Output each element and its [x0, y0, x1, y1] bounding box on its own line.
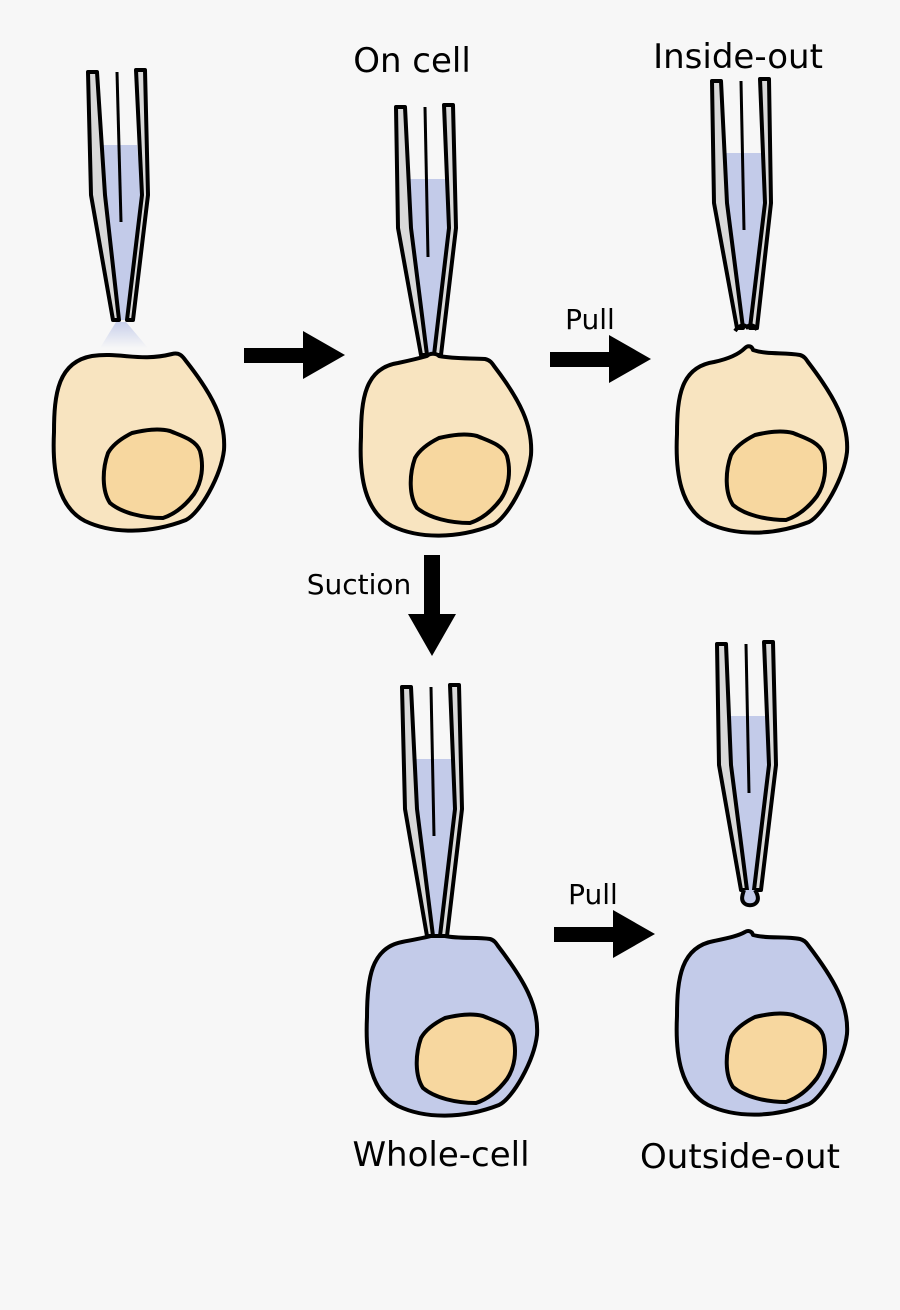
nucleus: [724, 1011, 827, 1104]
pipette-approach: [86, 68, 150, 348]
nucleus: [408, 432, 511, 525]
cell-inside-out: [674, 344, 850, 535]
pipette-outside-out: [715, 640, 778, 908]
arrow-right-icon: [244, 331, 345, 379]
nucleus: [414, 1012, 517, 1105]
membrane-patch: [733, 323, 759, 333]
outside-out-label: Outside-out: [640, 1137, 840, 1177]
arrow-right-icon: [550, 335, 651, 383]
cell-outside-out: [674, 929, 850, 1117]
pipette-whole-cell: [400, 683, 464, 938]
nucleus: [101, 427, 204, 520]
pipette-inside-out: [710, 77, 773, 333]
membrane-vesicle: [740, 888, 760, 908]
pipette-on-cell: [394, 103, 458, 357]
cell-approach: [51, 351, 227, 533]
arrow-down-icon: [408, 555, 456, 656]
spray-icon: [100, 322, 148, 348]
arrow-right-icon: [554, 910, 655, 958]
cell-whole-cell: [364, 934, 540, 1118]
nucleus: [724, 429, 827, 522]
pull-label-bottom: Pull: [568, 878, 618, 911]
on-cell-label: On cell: [353, 41, 471, 81]
cell-on-cell: [358, 351, 534, 538]
suction-label: Suction: [307, 568, 412, 601]
pull-label-top: Pull: [565, 303, 615, 336]
whole-cell-label: Whole-cell: [352, 1135, 529, 1175]
inside-out-label: Inside-out: [653, 37, 823, 77]
